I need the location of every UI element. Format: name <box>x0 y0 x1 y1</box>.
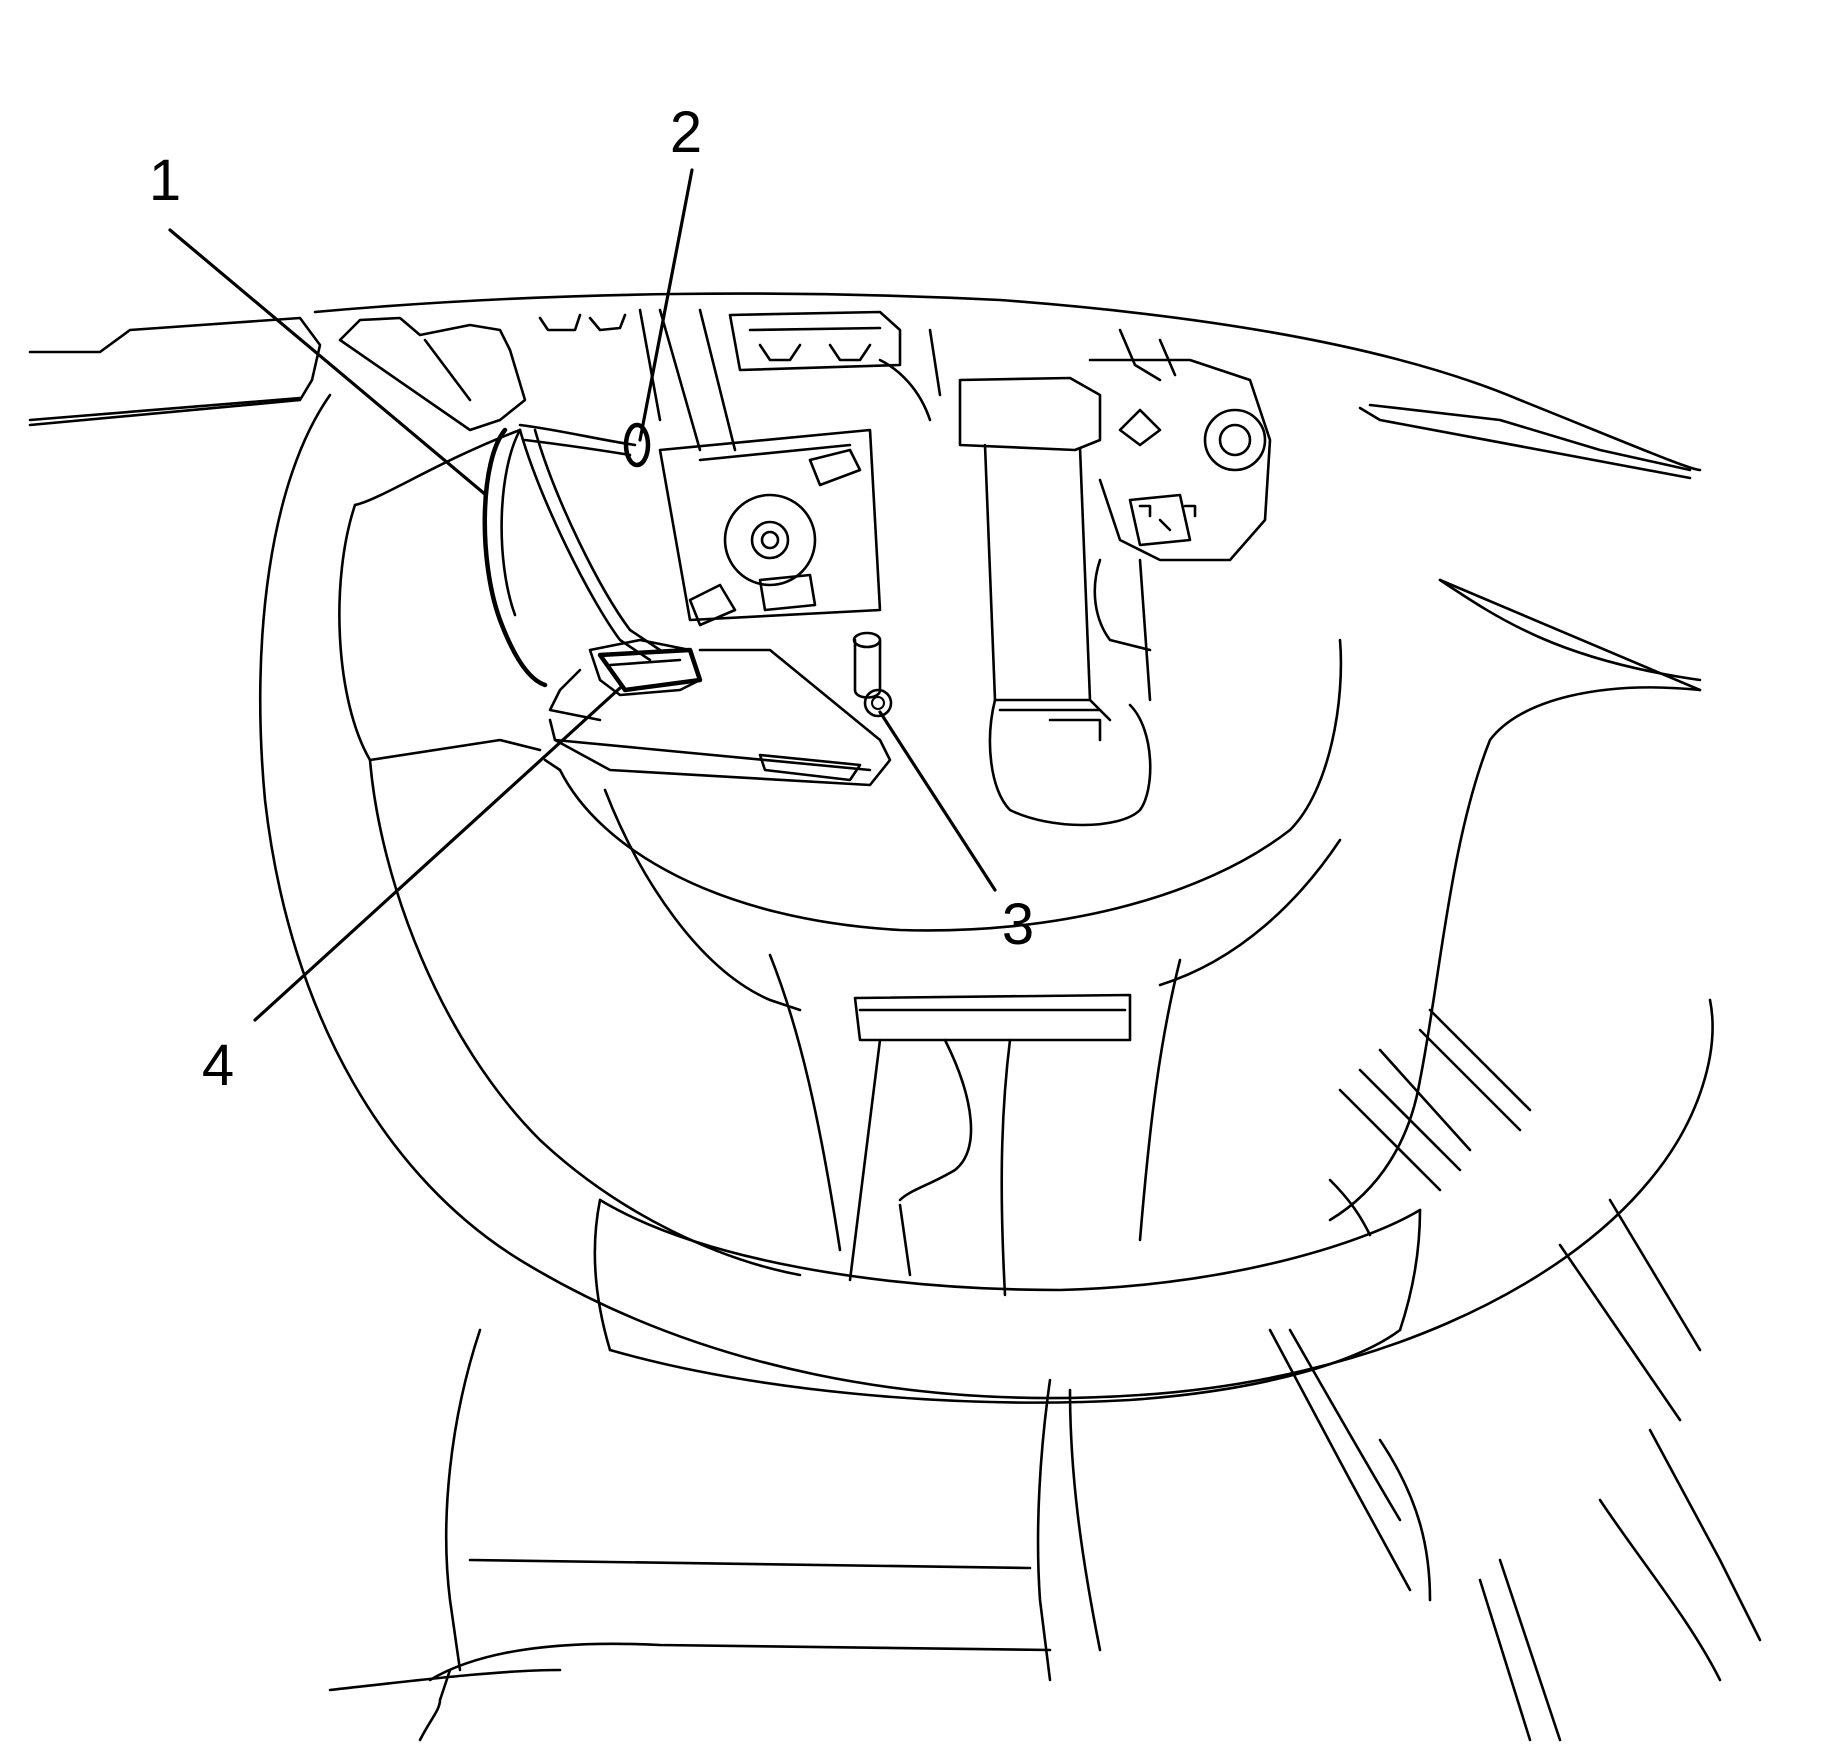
steering-column-cover <box>328 1328 1762 1742</box>
steering-wheel-rim <box>258 393 1714 1404</box>
leader-1 <box>168 228 488 497</box>
callout-label-4: 4 <box>202 1033 234 1098</box>
callout-label-1: 1 <box>149 148 181 213</box>
module-fastener <box>852 631 893 718</box>
dashboard-trim <box>28 292 1702 480</box>
leader-2 <box>638 168 694 442</box>
airbag-connector <box>548 638 703 722</box>
callout-label-3: 3 <box>1002 892 1034 957</box>
module-bracket <box>548 428 892 787</box>
leader-4 <box>253 686 622 1022</box>
right-spoke <box>1328 1008 1702 1422</box>
wiring-harness <box>338 316 662 662</box>
leader-3 <box>878 710 997 892</box>
airbag-housing <box>543 638 1343 1297</box>
callout-label-2: 2 <box>670 100 702 165</box>
clockspring-coil <box>482 427 548 688</box>
callout-labels: 1 2 3 4 <box>149 100 1034 1098</box>
callout-leaders <box>168 168 997 1022</box>
harness-grommet <box>623 422 651 468</box>
upper-column-details <box>538 308 1177 452</box>
steering-column-shaft <box>958 358 1272 827</box>
